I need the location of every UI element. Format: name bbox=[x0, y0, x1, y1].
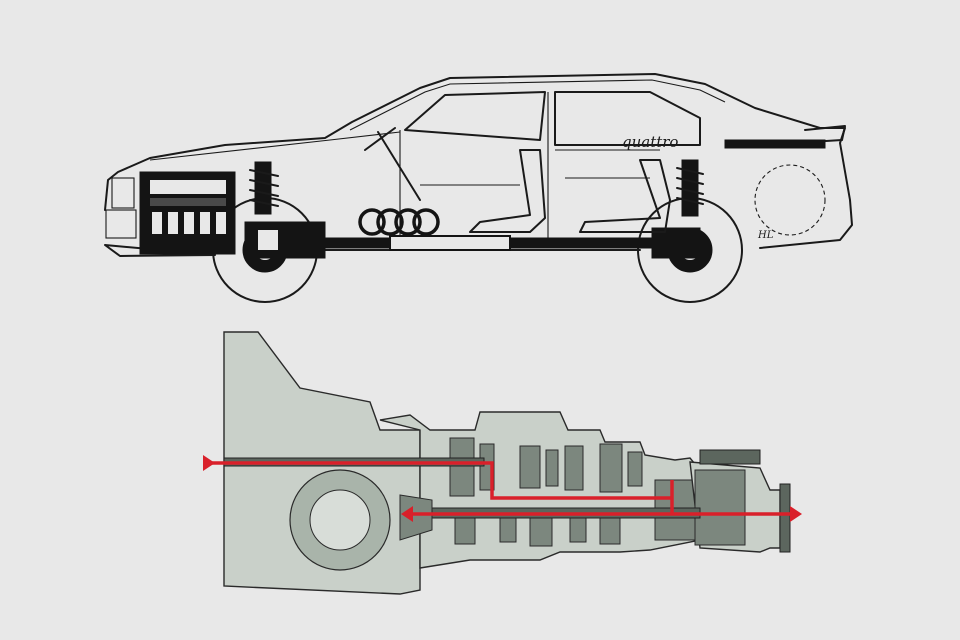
artist-signature: HL bbox=[757, 230, 774, 241]
clutch-hub bbox=[309, 489, 371, 551]
rear-spoiler bbox=[804, 125, 846, 143]
four-rings-logo bbox=[358, 208, 440, 236]
car-cutaway-illustration: quattro HL bbox=[104, 73, 853, 303]
rear-window bbox=[554, 91, 701, 146]
output-gears bbox=[694, 469, 746, 546]
rear-strut bbox=[676, 159, 704, 217]
drivetrain-cross-section bbox=[203, 331, 802, 595]
headlight bbox=[111, 177, 135, 209]
spare-wheel bbox=[754, 164, 826, 236]
front-seat bbox=[469, 149, 546, 233]
output-flange bbox=[779, 483, 791, 553]
shift-linkage bbox=[699, 449, 761, 465]
door-lines bbox=[399, 92, 660, 240]
rear-output-arrow bbox=[790, 506, 802, 522]
quattro-badge-logo: quattro bbox=[622, 133, 678, 151]
input-power-arrow bbox=[203, 455, 215, 471]
engine-block bbox=[139, 171, 236, 255]
front-window bbox=[404, 91, 546, 141]
rear-seat bbox=[579, 159, 671, 233]
shaft-tube bbox=[389, 235, 511, 251]
front-drive-pinion bbox=[399, 494, 433, 541]
steering-wheel bbox=[364, 127, 421, 201]
gearbox-unit bbox=[244, 221, 326, 259]
front-differential bbox=[258, 230, 278, 250]
power-flow-path bbox=[212, 461, 795, 516]
tail-light-strip bbox=[724, 139, 826, 149]
front-bumper bbox=[105, 209, 137, 239]
front-output-arrow bbox=[401, 506, 413, 522]
front-strut bbox=[249, 161, 279, 215]
hood-line bbox=[149, 131, 401, 161]
roof-line bbox=[349, 79, 726, 131]
